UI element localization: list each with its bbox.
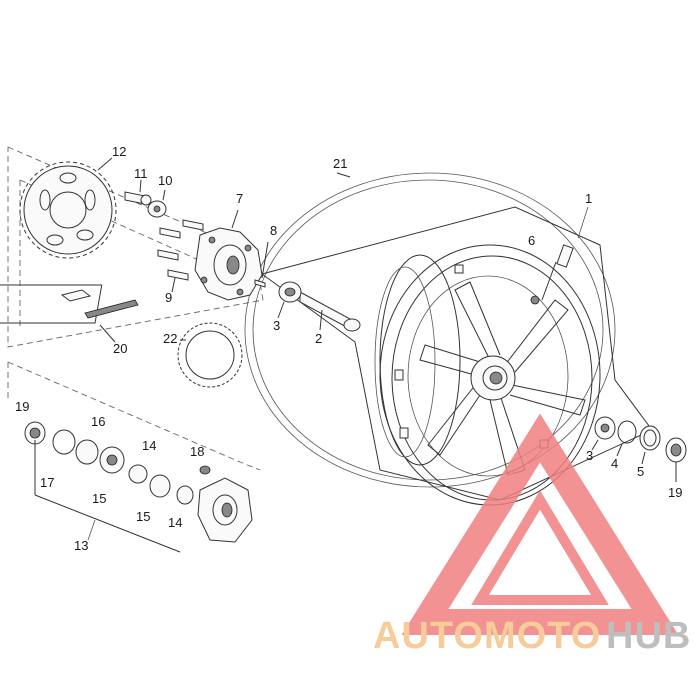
valve [530,244,574,305]
watermark-logo: AUTOMOTO HUB [373,413,691,657]
watermark-text-hub: HUB [606,615,691,657]
callout-9: 9 [165,290,172,305]
callout-19-left: 19 [15,399,29,414]
callout-17: 17 [40,475,54,490]
tire [244,172,616,488]
watermark-text-automoto: AUTOMOTO [373,615,601,657]
callout-20: 20 [113,341,127,356]
callout-10: 10 [158,173,172,188]
rear-sprocket [19,157,117,259]
callout-2: 2 [315,331,322,346]
callout-3-right: 3 [586,448,593,463]
callout-19-right: 19 [668,485,682,500]
sprocket-bolt [124,179,152,206]
callout-15-left: 15 [92,491,106,506]
callouts: 1 2 3 3 4 5 6 7 8 9 10 11 12 13 14 14 15… [15,144,682,553]
callout-11: 11 [134,166,148,181]
callout-14-top: 14 [142,438,156,453]
pin [254,241,269,288]
callout-18: 18 [190,444,204,459]
sprocket-carrier [194,209,263,301]
left-bearing [277,281,302,319]
callout-12: 12 [112,144,126,159]
callout-7: 7 [236,191,243,206]
hub-group-frame [7,361,261,471]
callout-3-left: 3 [273,318,280,333]
sprocket-nut [147,189,167,218]
callout-14-bottom: 14 [168,515,182,530]
rim [374,244,601,506]
callout-1: 1 [585,191,592,206]
callout-22: 22 [163,331,177,346]
hub-studs [157,219,204,293]
callout-8: 8 [270,223,277,238]
axle-spacer [299,291,361,332]
chain-kit [0,284,139,343]
right-bearing-stack [591,416,687,482]
callout-4: 4 [611,456,618,471]
callout-13: 13 [74,538,88,553]
callout-16: 16 [91,414,105,429]
callout-21: 21 [333,156,347,171]
callout-6: 6 [528,233,535,248]
hub-parts-row [24,421,253,553]
tone-ring [177,322,243,388]
callout-15-right: 15 [136,509,150,524]
callout-5: 5 [637,464,644,479]
